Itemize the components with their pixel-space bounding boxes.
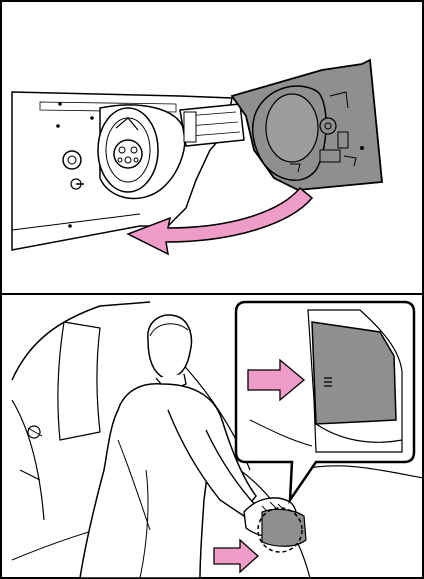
charging-socket: [114, 140, 142, 168]
person-head: [148, 315, 192, 378]
rear-window: [58, 322, 100, 440]
inset-lid: [312, 322, 396, 424]
closed-lid: [262, 509, 306, 546]
